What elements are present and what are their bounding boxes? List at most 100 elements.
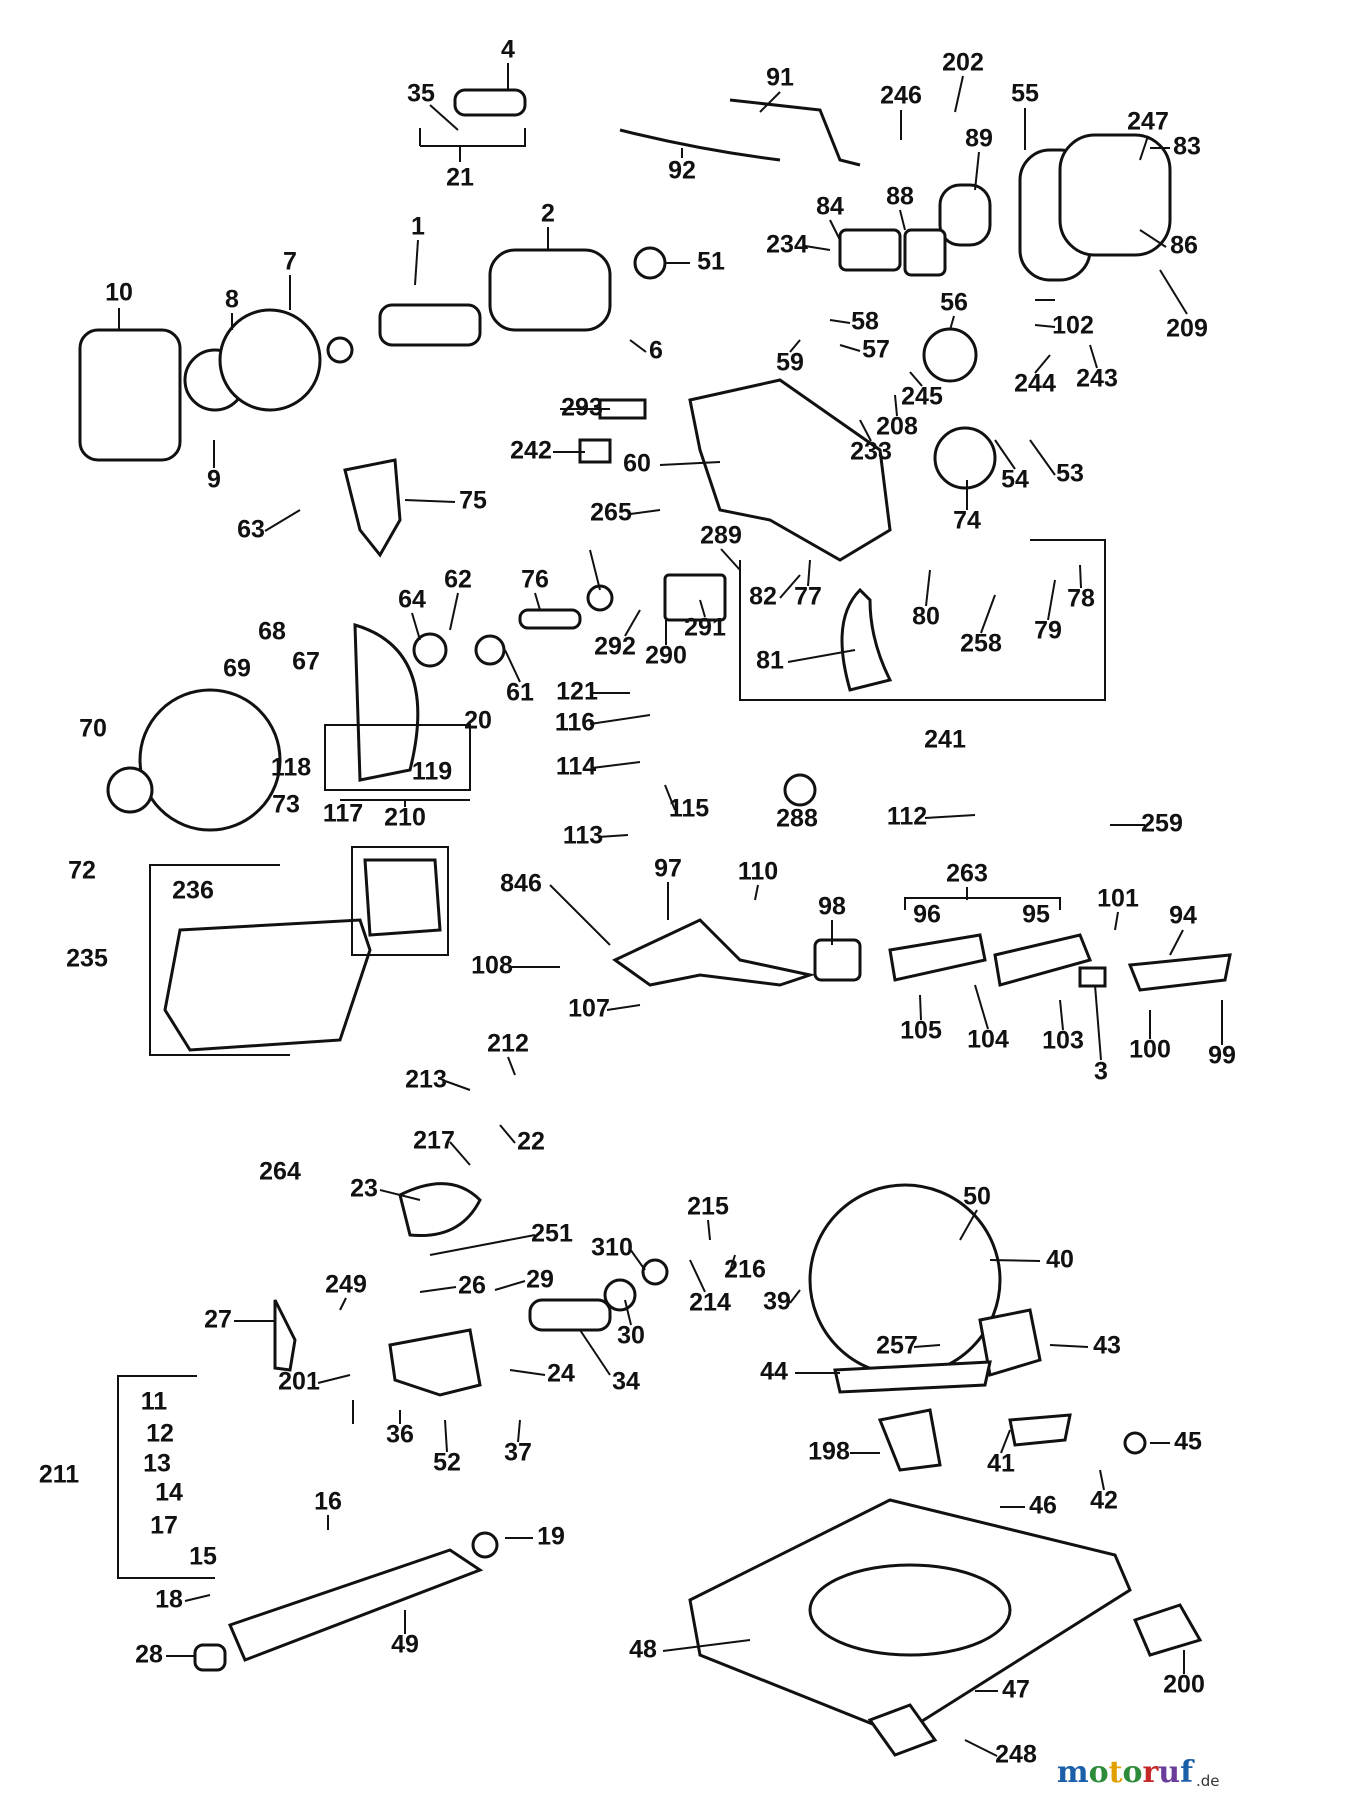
part-label-208: 208	[876, 413, 918, 441]
part-label-59: 59	[776, 349, 804, 377]
part-label-58: 58	[851, 308, 879, 336]
leader-234	[804, 245, 831, 251]
part-label-245: 245	[901, 383, 943, 411]
part-label-19: 19	[537, 1523, 565, 1551]
part-label-77: 77	[794, 583, 822, 611]
part-drawing-plate-291	[663, 573, 727, 622]
leader-58	[829, 319, 851, 324]
leader-79	[1047, 579, 1056, 621]
part-label-212: 212	[487, 1030, 529, 1058]
part-label-265: 265	[590, 499, 632, 527]
part-label-24: 24	[547, 1360, 575, 1388]
part-label-234: 234	[766, 231, 808, 259]
part-drawing-part-44	[833, 1360, 992, 1394]
leader-62	[449, 592, 459, 631]
part-label-95: 95	[1022, 901, 1050, 929]
part-label-14: 14	[155, 1479, 183, 1507]
leader-39	[789, 1289, 801, 1304]
part-label-246: 246	[880, 82, 922, 110]
part-drawing-tube-34	[528, 1298, 612, 1332]
leader-75	[404, 499, 456, 503]
leader-63	[264, 509, 301, 532]
leader-233	[859, 419, 872, 442]
part-drawing-bracket-52	[388, 1328, 482, 1397]
part-label-41: 41	[987, 1450, 1015, 1478]
part-label-288: 288	[776, 805, 818, 833]
leader-lines	[118, 63, 1223, 1757]
leader-43	[1049, 1344, 1089, 1348]
bracket-241	[739, 539, 1106, 701]
part-label-846: 846	[500, 870, 542, 898]
leader-215	[707, 1219, 711, 1241]
part-label-68: 68	[258, 618, 286, 646]
leader-112	[924, 814, 976, 819]
part-drawing-flange-70	[106, 766, 154, 814]
part-label-57: 57	[862, 336, 890, 364]
watermark-letter-t: t	[1109, 1755, 1123, 1790]
part-label-81: 81	[756, 647, 784, 675]
leader-64	[411, 612, 421, 641]
part-label-55: 55	[1011, 80, 1039, 108]
leader-78	[1079, 564, 1082, 589]
part-drawing-capacitor	[453, 88, 527, 117]
leader-23	[379, 1189, 421, 1201]
part-drawing-upper-guard	[353, 622, 420, 782]
leader-86	[1139, 229, 1167, 248]
part-label-18: 18	[155, 1586, 183, 1614]
part-label-99: 99	[1208, 1042, 1236, 1070]
part-label-102: 102	[1052, 312, 1094, 340]
part-label-61: 61	[506, 679, 534, 707]
part-label-198: 198	[808, 1438, 850, 1466]
part-label-7: 7	[283, 248, 297, 276]
part-label-21: 21	[446, 164, 474, 192]
part-drawing-bearing-62	[412, 632, 448, 668]
part-label-42: 42	[1090, 1487, 1118, 1515]
part-label-53: 53	[1056, 460, 1084, 488]
part-label-217: 217	[413, 1127, 455, 1155]
part-label-43: 43	[1093, 1332, 1121, 1360]
part-drawing-label-248	[867, 1703, 938, 1757]
part-drawing-guard-81	[840, 587, 893, 692]
part-label-23: 23	[350, 1175, 378, 1203]
part-label-30: 30	[617, 1322, 645, 1350]
part-drawing-spindle-76	[518, 608, 582, 630]
part-label-37: 37	[504, 1439, 532, 1467]
part-label-78: 78	[1067, 585, 1095, 613]
leader-292	[624, 609, 641, 637]
part-drawing-part-3	[1078, 966, 1107, 988]
part-label-96: 96	[913, 901, 941, 929]
bracket-211	[117, 1375, 215, 1579]
part-label-249: 249	[325, 1271, 367, 1299]
part-label-10: 10	[105, 279, 133, 307]
part-label-263: 263	[946, 860, 988, 888]
leader-212	[507, 1056, 516, 1076]
leader-77	[807, 559, 811, 587]
part-label-69: 69	[223, 655, 251, 683]
part-label-84: 84	[816, 193, 844, 221]
part-label-258: 258	[960, 630, 1002, 658]
part-label-45: 45	[1174, 1428, 1202, 1456]
watermark-logo: motoruf .de	[1057, 1755, 1220, 1790]
leader-310	[629, 1248, 646, 1271]
leader-216	[729, 1254, 736, 1272]
part-label-86: 86	[1170, 232, 1198, 260]
part-label-292: 292	[594, 633, 636, 661]
part-drawing-bag-846	[363, 858, 442, 937]
part-drawing-motor-end-bracket	[218, 308, 322, 412]
leader-107	[606, 1004, 641, 1011]
leader-217	[449, 1141, 471, 1166]
part-label-50: 50	[963, 1183, 991, 1211]
part-label-47: 47	[1002, 1676, 1030, 1704]
leader-42	[1099, 1469, 1105, 1491]
part-drawing-handle-27	[273, 1299, 297, 1372]
bracket-210	[324, 724, 471, 791]
part-label-22: 22	[517, 1128, 545, 1156]
part-drawing-ring-45	[1123, 1431, 1147, 1455]
part-label-100: 100	[1129, 1036, 1171, 1064]
part-label-75: 75	[459, 487, 487, 515]
part-label-116: 116	[555, 709, 595, 737]
leader-88	[899, 209, 906, 231]
leader-114	[591, 761, 641, 769]
part-label-20: 20	[464, 707, 492, 735]
